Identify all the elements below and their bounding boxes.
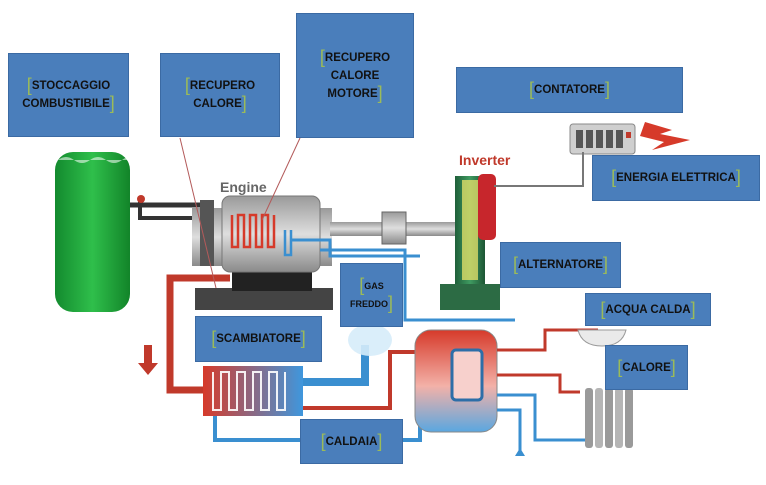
label-text: ALTERNATORE [518, 259, 603, 271]
boiler [414, 329, 498, 433]
engine-text: Engine [220, 179, 267, 195]
down-arrow-icon [138, 345, 158, 375]
boiler-to-sink-pipe [497, 328, 598, 352]
label-recupero-calore-motore: [RECUPERO CALORE MOTORE] [296, 13, 414, 138]
label-text: RECUPERO [189, 80, 256, 92]
label-text: MOTORE [327, 87, 378, 100]
label-text: CONTATORE [534, 84, 605, 96]
label-text: SCAMBIATORE [216, 333, 301, 345]
cold-gas-pipe [303, 345, 369, 386]
label-text: CALORE [622, 361, 671, 374]
radiator-return-pipe [497, 393, 585, 442]
fuel-line-vertical [138, 200, 200, 220]
exchanger-to-boiler-pipe [303, 350, 430, 410]
engine-base [195, 288, 333, 310]
boiler-to-radiator-pipe [497, 373, 580, 394]
hot-pipe-engine-exchanger [166, 274, 230, 394]
sink [577, 329, 627, 347]
coupling [381, 211, 407, 245]
meter [569, 123, 636, 155]
label-alternatore: [ALTERNATORE] [500, 242, 621, 288]
cooling-top-pipe [290, 238, 420, 258]
fuel-valve [137, 195, 145, 203]
label-text: ENERGIA ELETTRICA [616, 172, 736, 184]
label-text: FREDDO [349, 299, 388, 309]
leader-line-recupero [179, 137, 217, 289]
label-contatore: [CONTATORE] [456, 67, 683, 113]
label-energia-elettrica: [ENERGIA ELETTRICA] [592, 155, 760, 201]
label-text: ACQUA CALDA [605, 303, 691, 316]
meter-wire [494, 152, 584, 187]
label-caldaia: [CALDAIA] [300, 419, 403, 464]
fuel-tank [55, 152, 130, 312]
up-arrow-icon [515, 448, 525, 456]
inverter-text: Inverter [459, 152, 511, 168]
cold-inlet-pipe [497, 408, 522, 455]
label-text: STOCCAGGIO [31, 80, 111, 92]
label-text: CALORE [330, 69, 380, 82]
label-text: GAS [364, 281, 384, 291]
label-text: CALORE [193, 98, 242, 110]
label-text: CALDAIA [325, 435, 378, 448]
label-scambiatore: [SCAMBIATORE] [195, 316, 322, 362]
label-calore: [CALORE] [605, 345, 688, 390]
heat-exchanger [203, 366, 303, 416]
label-stoccaggio-combustibile: [STOCCAGGIO COMBUSTIBILE] [8, 53, 129, 137]
label-acqua-calda: [ACQUA CALDA] [585, 293, 711, 326]
label-recupero-calore: [RECUPERO CALORE] [160, 53, 280, 137]
lightning-icon [640, 122, 690, 150]
leader-line-recupero-motore [261, 137, 301, 221]
alternator [440, 174, 500, 310]
label-text: RECUPERO [324, 51, 391, 64]
cold-gas-cloud [348, 324, 392, 356]
label-gas-freddo: [GAS FREDDO] [340, 263, 403, 327]
engine [192, 195, 332, 273]
label-text: COMBUSTIBILE [22, 98, 110, 110]
engine-cooling-pipe [320, 248, 515, 322]
radiator [585, 388, 633, 448]
